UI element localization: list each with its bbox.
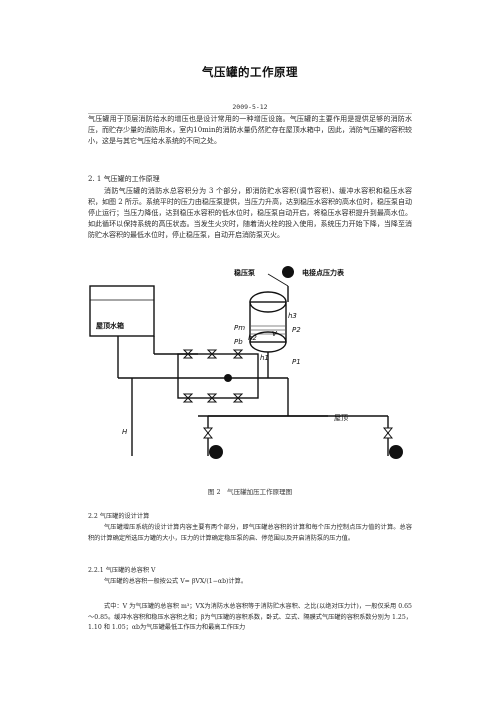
section-heading-2-2-1: 2.2.1 气压罐的总容积 V [88, 567, 156, 574]
label-Pb: Pb [234, 338, 243, 346]
intro-paragraph: 气压罐用于顶层消防给水的增压也是设计常用的一种增压设施。气压罐的主要作用是提供足… [88, 115, 412, 145]
label-tank: 屋顶水箱 [96, 321, 124, 330]
section-2-1-body: 消防气压罐的消防水总容积分为 3 个部分，即消防贮水容积(调节容积)、缓冲水容积… [88, 187, 412, 239]
hydrant-left [209, 445, 223, 459]
figure-caption: 图 2 气压罐加压工作原理图 [207, 488, 293, 496]
page-title: 气压罐的工作原理 [202, 65, 298, 79]
label-h3: h3 [288, 312, 297, 320]
label-H: H [122, 428, 128, 436]
label-P2: P2 [292, 326, 301, 334]
label-h2: h2 [248, 334, 257, 342]
section-2-2-body: 气压罐增压系统的设计计算内容主要有两个部分，即气压罐总容积的计算和每个压力控制点… [88, 524, 412, 542]
hydrant-right [389, 445, 403, 459]
label-P1: P1 [292, 358, 301, 366]
section-heading-2-2: 2.2 气压罐的设计计算 [88, 513, 150, 520]
roof-tank [89, 285, 155, 337]
label-h1: h1 [260, 354, 269, 362]
formula-line: 气压罐的总容积一般按公式 V= βVX/(1−αb)计算。 [104, 578, 248, 585]
title-divider [88, 113, 412, 114]
publish-date: 2009-5-12 [232, 103, 268, 111]
label-gauge: 电接点压力表 [302, 268, 345, 277]
section-heading-2-1: 2. 1 气压罐的工作原理 [88, 175, 160, 183]
label-Pm: Pm [234, 324, 245, 332]
label-pump: 稳压泵 [234, 268, 255, 277]
label-roof: 屋顶 [334, 414, 348, 422]
pressure-tank-diagram: 稳压泵 电接点压力表 屋顶水箱 屋顶 H Pm Pb P2 P1 h1 h2 h… [89, 266, 403, 459]
label-V: V [272, 330, 278, 338]
pressure-vessel [249, 301, 287, 343]
definitions-paragraph: 式中：V 为气压罐的总容积 m³；VX为消防水总容积等于消防贮水容积、之比(以绝… [88, 603, 412, 632]
